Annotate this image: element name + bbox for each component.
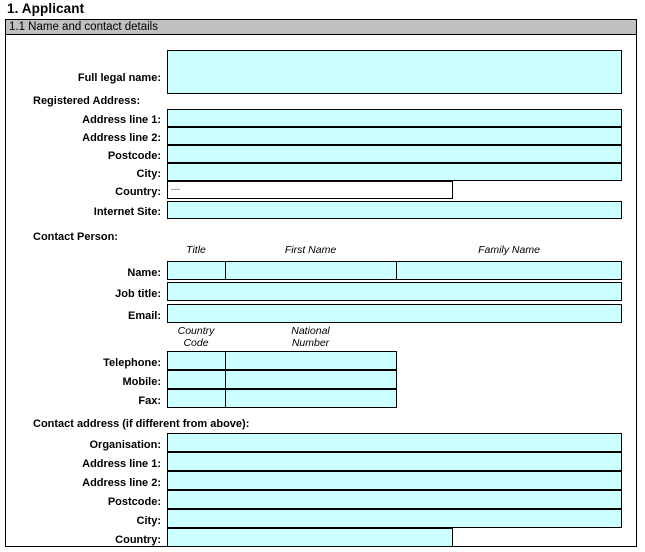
section-header-name-and-contact-details: 1.1 Name and contact details	[6, 20, 636, 35]
input-contact-address-line-1[interactable]	[167, 452, 622, 471]
input-internet-site[interactable]	[167, 201, 622, 219]
label-fax: Fax:	[138, 395, 161, 407]
input-contact-title[interactable]	[167, 261, 226, 280]
input-contact-first-name[interactable]	[225, 261, 397, 280]
label-registered-country: Country:	[115, 186, 161, 198]
input-registered-city[interactable]	[167, 163, 622, 181]
input-contact-family-name[interactable]	[396, 261, 622, 280]
label-contact-country: Country:	[115, 534, 161, 546]
label-registered-address: Registered Address:	[33, 95, 141, 107]
label-registered-city: City:	[136, 168, 161, 180]
column-caption-title: Title	[186, 244, 206, 256]
input-registered-address-line-2[interactable]	[167, 127, 622, 145]
label-contact-name: Name:	[127, 267, 161, 279]
section-1-1-container: 1.1 Name and contact details Full legal …	[5, 19, 637, 547]
input-fax-country-code[interactable]	[167, 389, 226, 408]
label-contact-postcode: Postcode:	[107, 496, 161, 508]
input-fax-national-number[interactable]	[225, 389, 397, 408]
label-full-legal-name: Full legal name:	[77, 72, 161, 84]
input-mobile-country-code[interactable]	[167, 370, 226, 389]
label-contact-address-line-2: Address line 2:	[82, 477, 161, 489]
label-contact-job-title: Job title:	[115, 288, 161, 300]
label-contact-person: Contact Person:	[33, 231, 118, 243]
column-caption-national-number: National Number	[291, 325, 330, 349]
input-mobile-national-number[interactable]	[225, 370, 397, 389]
input-registered-address-line-1[interactable]	[167, 109, 622, 127]
label-contact-address: Contact address (if different from above…	[33, 418, 250, 430]
label-contact-email: Email:	[127, 310, 161, 322]
dropdown-registered-country[interactable]: ---	[167, 181, 453, 199]
input-telephone-national-number[interactable]	[225, 351, 397, 370]
input-contact-city[interactable]	[167, 509, 622, 528]
label-registered-address-line-1: Address line 1:	[82, 114, 161, 126]
input-full-legal-name[interactable]	[167, 50, 622, 94]
input-contact-postcode[interactable]	[167, 490, 622, 509]
label-registered-postcode: Postcode:	[107, 150, 161, 162]
label-mobile: Mobile:	[122, 376, 162, 388]
input-telephone-country-code[interactable]	[167, 351, 226, 370]
label-contact-city: City:	[136, 515, 161, 527]
input-contact-email[interactable]	[167, 304, 622, 323]
page-title: 1. Applicant	[7, 1, 85, 16]
label-registered-address-line-2: Address line 2:	[82, 132, 161, 144]
label-telephone: Telephone:	[103, 357, 161, 369]
label-internet-site: Internet Site:	[93, 206, 161, 218]
input-contact-organisation[interactable]	[167, 433, 622, 452]
column-caption-family-name: Family Name	[478, 244, 540, 256]
label-contact-organisation: Organisation:	[89, 439, 161, 451]
input-contact-job-title[interactable]	[167, 282, 622, 301]
input-registered-postcode[interactable]	[167, 145, 622, 163]
label-contact-address-line-1: Address line 1:	[82, 458, 161, 470]
input-contact-country[interactable]	[167, 528, 453, 547]
column-caption-country-code: Country Code	[177, 325, 215, 349]
column-caption-first-name: First Name	[284, 244, 337, 256]
input-contact-address-line-2[interactable]	[167, 471, 622, 490]
